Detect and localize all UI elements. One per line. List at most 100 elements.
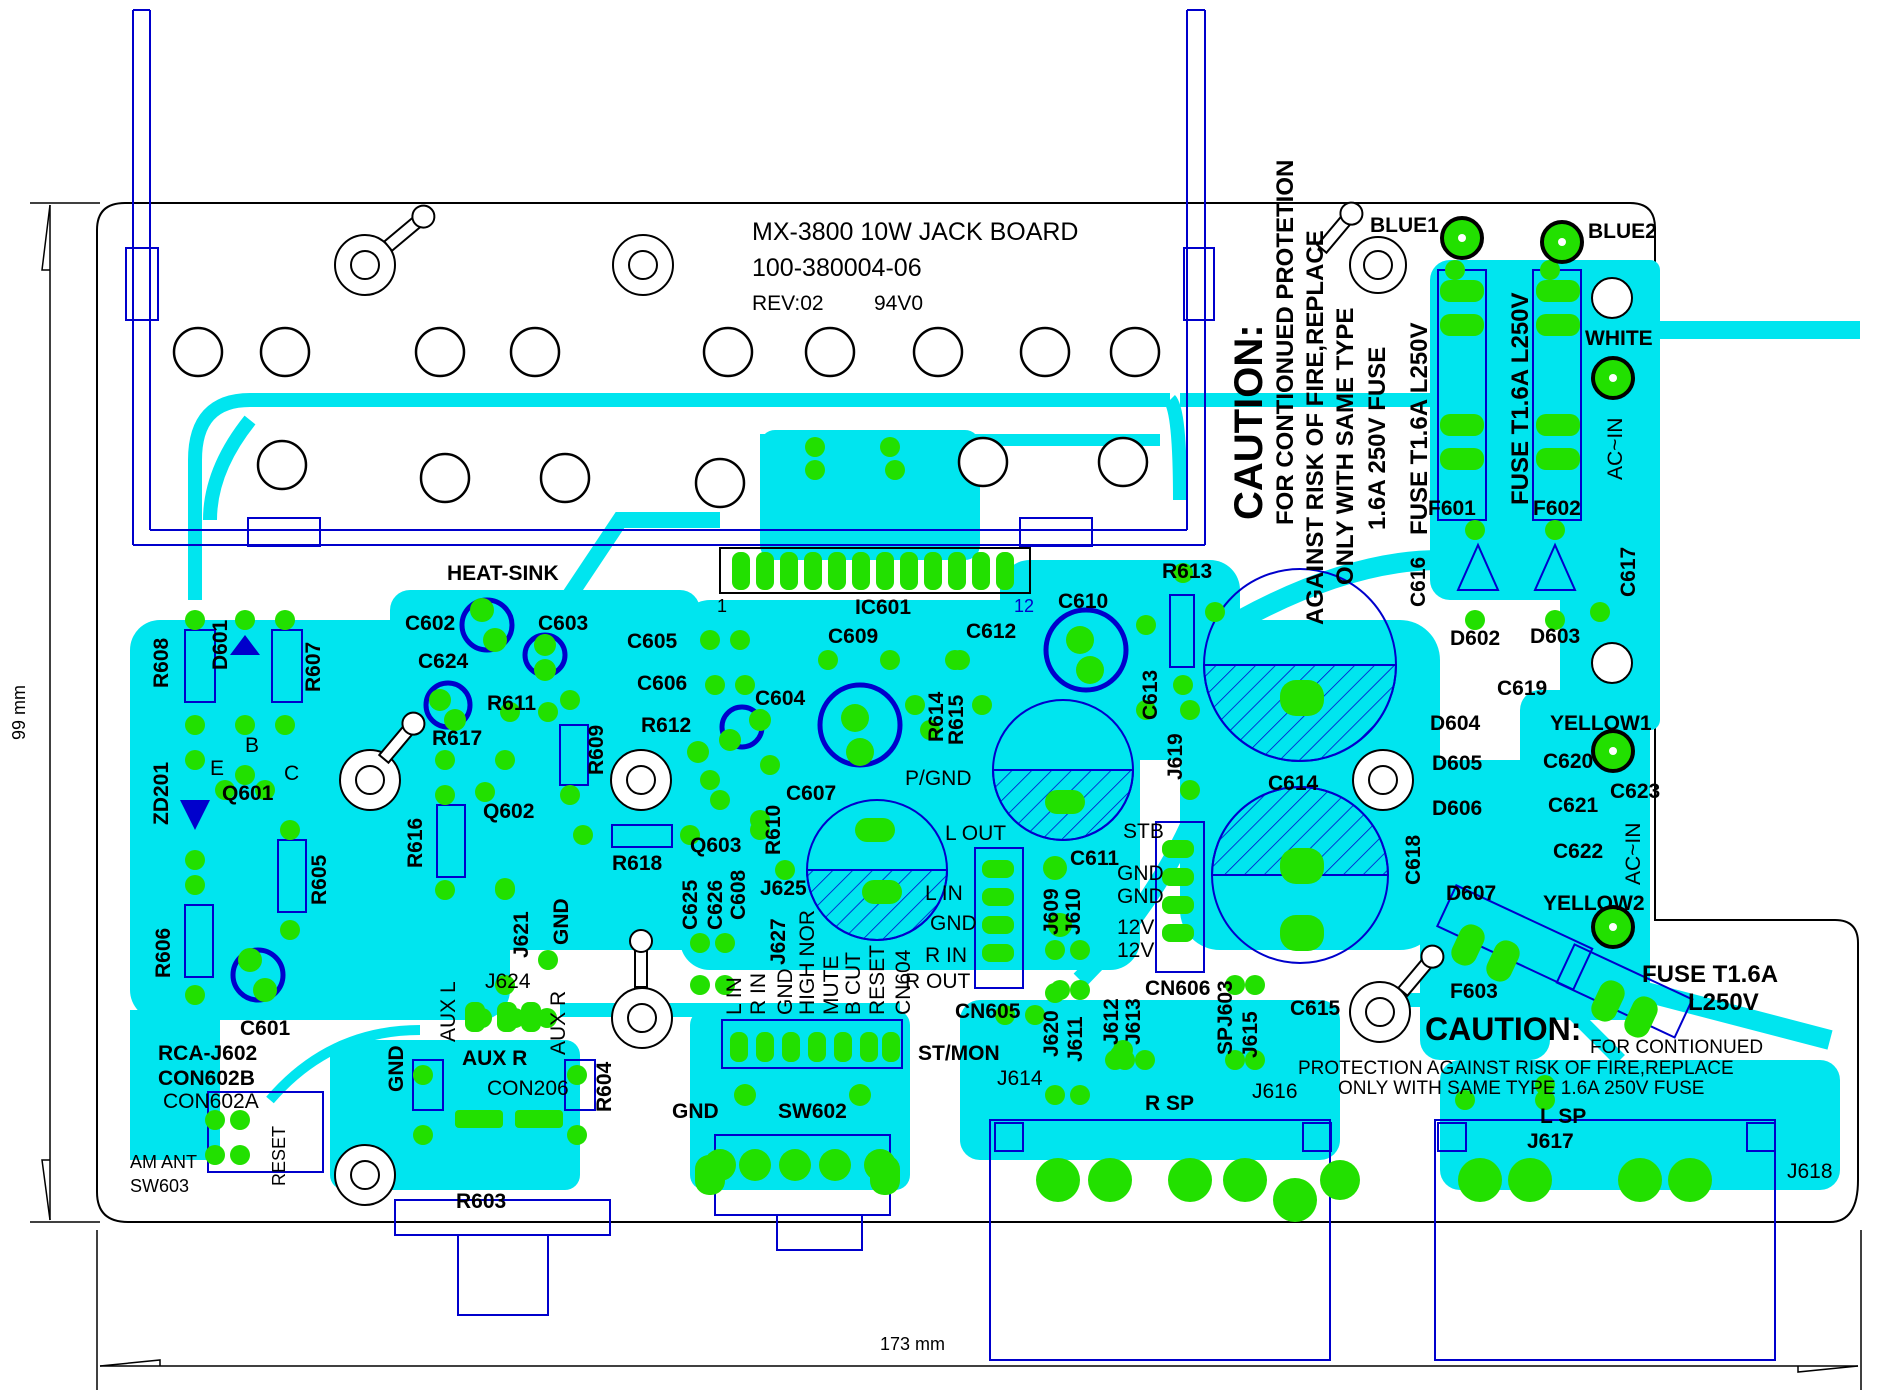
label-pin-1: 1 — [717, 596, 727, 616]
caution-vertical-heading: CAUTION: — [1227, 324, 1271, 520]
label-c624: C624 — [418, 650, 469, 673]
label-j619: J619 — [1164, 733, 1187, 780]
label-d602: D602 — [1450, 627, 1500, 650]
caution-vertical-line-1: FOR CONTIONUED PROTETION — [1272, 160, 1299, 525]
fuse-f602-label: FUSE T1.6A L250V — [1507, 292, 1534, 505]
caution-vertical-line-4: 1.6A 250V FUSE — [1364, 347, 1391, 530]
label-b: B — [245, 734, 259, 757]
label-pin-st-mon: CN604 — [892, 949, 915, 1015]
screw-icons — [377, 201, 1445, 998]
label-con602b: RCA-J602 — [158, 1042, 257, 1065]
label-d607: D607 — [1446, 882, 1496, 905]
label-j614: J613 — [1122, 998, 1145, 1045]
label-q601: Q601 — [222, 782, 274, 805]
diode-icons — [180, 635, 260, 830]
label-j627: J627 — [767, 918, 790, 965]
caution-bottom-line-2: PROTECTION AGAINST RISK OF FIRE,REPLACE — [1298, 1058, 1734, 1079]
label-stb: STB — [1123, 820, 1164, 843]
component-labels-vertical: R608 D601 R607 ZD201 R605 R606 R609 R616… — [150, 547, 1640, 1186]
dimension-lines — [30, 202, 1862, 1390]
label-c602: C602 — [405, 612, 455, 635]
label-l-sp: J616 — [1252, 1080, 1298, 1103]
label-c613: C613 — [1139, 670, 1162, 720]
label-l-out: L OUT — [945, 822, 1006, 845]
label-spj604: J618 — [1787, 1160, 1833, 1183]
label-pin-gnd: GND — [774, 968, 797, 1015]
label-r604: GND — [385, 1045, 408, 1092]
label-pin-reset: RESET — [866, 945, 889, 1015]
label-f602: F602 — [1533, 497, 1581, 520]
label-d604: D604 — [1430, 712, 1481, 735]
label-c604: C604 — [755, 687, 806, 710]
label-yellow2: YELLOW2 — [1543, 892, 1645, 915]
caution-bottom-line-1: FOR CONTIONUED — [1590, 1037, 1763, 1058]
label-r608: R608 — [150, 637, 173, 688]
label-c608: J625 — [760, 877, 807, 900]
label-c619: C619 — [1497, 677, 1547, 700]
board-flammability: 94V0 — [874, 292, 923, 315]
height-dimension-label: 99 mm — [9, 685, 29, 740]
label-c615: C615 — [1290, 997, 1341, 1020]
caution-vertical-line-3: ONLY WITH SAME TYPE — [1332, 308, 1359, 585]
label-l-in: L IN — [925, 882, 963, 905]
label-c614: C614 — [1268, 772, 1319, 795]
label-r-in: R IN — [925, 944, 967, 967]
label-am-ant: CON602A — [163, 1090, 259, 1113]
label-r607: R607 — [302, 642, 325, 692]
board-revision: REV:02 — [752, 292, 824, 315]
label-pin-mute: MUTE — [820, 956, 843, 1016]
label-rca-j602: R603 — [456, 1190, 506, 1213]
label-con206: AUX R — [462, 1047, 527, 1070]
fuse-f603-label-2: L250V — [1688, 989, 1759, 1016]
label-d601: D601 — [209, 619, 232, 670]
label-gnd-1: GND — [930, 912, 977, 935]
label-pin-r-in: R IN — [747, 973, 770, 1015]
label-q603: Q603 — [690, 834, 741, 857]
label-r617: R617 — [432, 727, 482, 750]
heatsink-outline — [125, 9, 1215, 547]
label-f603: F603 — [1450, 980, 1498, 1003]
heatsink-label: HEAT-SINK — [447, 562, 559, 585]
label-c605: C605 — [627, 630, 678, 653]
label-gnd-bottom: CON206 — [487, 1077, 569, 1100]
label-r615: R615 — [945, 694, 968, 745]
caution-bottom: CAUTION: FOR CONTIONUED PROTECTION AGAIN… — [1298, 961, 1778, 1099]
label-c603: C603 — [538, 612, 588, 635]
label-j613: J612 — [1100, 998, 1123, 1045]
label-e: E — [210, 757, 224, 780]
label-blue2: BLUE2 — [1588, 220, 1657, 243]
label-j620: SW602 — [778, 1100, 847, 1123]
label-yellow1: YELLOW1 — [1550, 712, 1652, 735]
fuse-f603-label-1: FUSE T1.6A — [1642, 961, 1778, 988]
label-r-out: R OUT — [905, 970, 971, 993]
label-12v-a: 12V — [1117, 916, 1154, 939]
caution-bottom-line-3: ONLY WITH SAME TYPE 1.6A 250V FUSE — [1338, 1078, 1704, 1099]
caution-bottom-heading: CAUTION: — [1425, 1011, 1581, 1047]
label-c616: C616 — [1407, 557, 1430, 607]
ic601 — [719, 547, 1031, 594]
label-cn606: CN606 — [1145, 977, 1210, 1000]
label-aux-r: AUX R — [547, 991, 570, 1055]
label-j612: J611 — [1064, 1016, 1087, 1062]
label-d603: D603 — [1530, 625, 1580, 648]
label-d606: D606 — [1432, 797, 1482, 820]
label-c618: C618 — [1402, 834, 1425, 885]
label-r605: R605 — [308, 854, 331, 905]
label-q602: Q602 — [483, 800, 534, 823]
label-aux-l: AUX L — [437, 981, 460, 1042]
label-r609: R609 — [585, 725, 608, 775]
label-f601: F601 — [1428, 497, 1476, 520]
label-pgnd: P/GND — [905, 767, 972, 790]
label-cn604: ST/MON — [918, 1042, 1000, 1065]
ac-in-bottom-label: AC~IN — [1622, 823, 1645, 885]
pad-rectangles — [455, 280, 1658, 1195]
label-c626: C626 — [704, 880, 727, 930]
label-c611: C611 — [1070, 847, 1119, 870]
label-j625: C608 — [727, 869, 750, 920]
width-dimension-label: 173 mm — [880, 1334, 945, 1354]
label-j611: J620 — [1040, 1010, 1063, 1057]
label-r606: R606 — [152, 928, 175, 978]
label-white: WHITE — [1585, 327, 1653, 350]
label-c607: C607 — [786, 782, 836, 805]
